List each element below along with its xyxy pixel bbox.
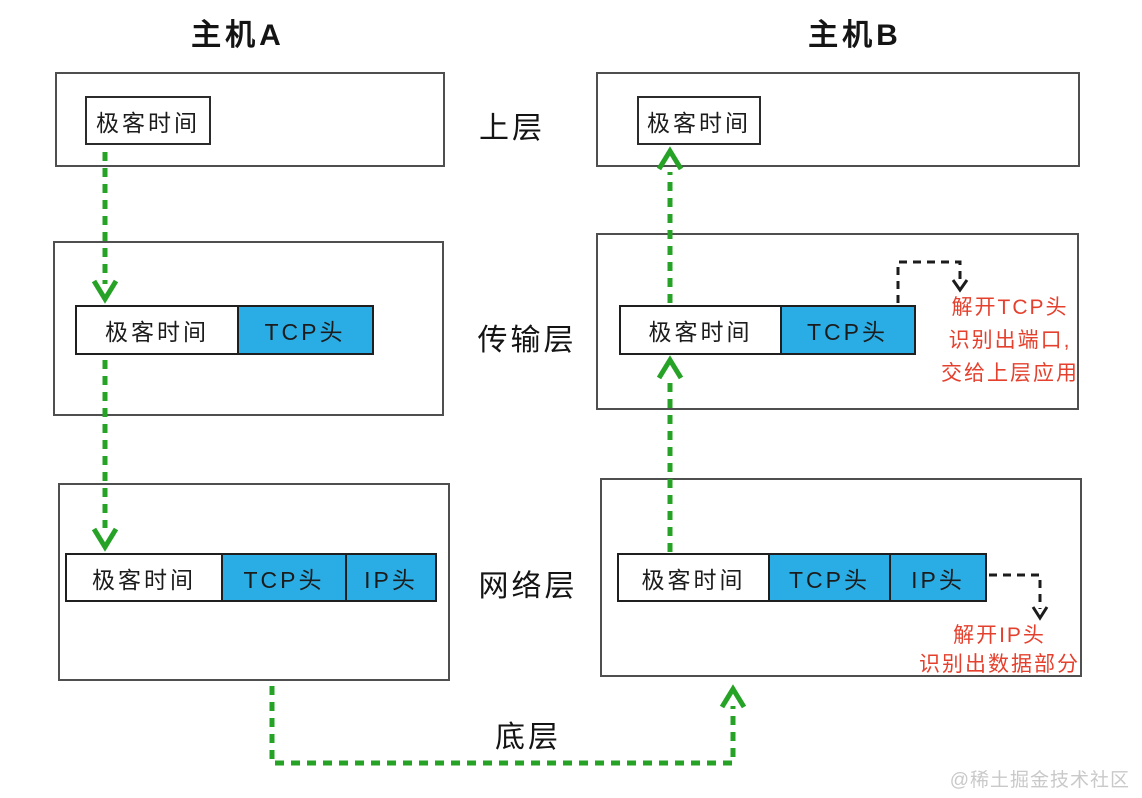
note-line: 解开TCP头 xyxy=(951,296,1069,319)
note-line: 识别出端口, xyxy=(948,329,1072,352)
host-a-network-packet: 极客时间 TCP头 IP头 xyxy=(65,553,437,602)
layer-label-transport: 传输层 xyxy=(477,324,577,357)
payload-segment: 极客时间 xyxy=(617,553,770,602)
ip-header-segment: IP头 xyxy=(345,553,437,602)
host-a-upper-payload-box: 极客时间 xyxy=(85,96,211,145)
note-unpack-tcp-header: 解开TCP头 识别出端口, 交给上层应用 xyxy=(935,291,1085,390)
layer-label-bottom: 底层 xyxy=(495,721,561,754)
host-b-upper-layer-box xyxy=(596,72,1080,167)
layer-label-upper: 上层 xyxy=(479,112,545,145)
host-b-network-layer-box xyxy=(600,478,1082,677)
watermark: @稀土掘金技术社区 xyxy=(949,770,1130,791)
layer-label-network: 网络层 xyxy=(478,570,578,603)
host-a-title: 主机A xyxy=(191,19,285,52)
note-line: 解开IP头 xyxy=(953,624,1046,647)
host-a-transport-layer-box xyxy=(53,241,444,416)
note-line: 交给上层应用 xyxy=(941,362,1079,385)
host-a-transport-packet: 极客时间 TCP头 xyxy=(75,305,374,355)
host-a-network-layer-box xyxy=(58,483,450,681)
host-a-upper-layer-box xyxy=(55,72,445,167)
tcp-header-segment: TCP头 xyxy=(236,305,374,355)
payload-segment: 极客时间 xyxy=(65,553,223,602)
tcp-header-segment: TCP头 xyxy=(779,305,916,355)
tcp-header-segment: TCP头 xyxy=(767,553,892,602)
note-line: 识别出数据部分 xyxy=(919,653,1080,676)
ip-header-segment: IP头 xyxy=(889,553,987,602)
host-b-upper-payload-box: 极客时间 xyxy=(637,96,761,145)
host-b-title: 主机B xyxy=(808,19,902,52)
host-b-transport-packet: 极客时间 TCP头 xyxy=(619,305,916,355)
payload-segment: 极客时间 xyxy=(619,305,782,355)
green-arrowhead-up-icon xyxy=(719,684,747,709)
host-b-network-packet: 极客时间 TCP头 IP头 xyxy=(617,553,987,602)
host-b-transport-layer-box xyxy=(596,233,1079,410)
tcp-header-segment: TCP头 xyxy=(220,553,348,602)
payload-segment: 极客时间 xyxy=(75,305,239,355)
note-unpack-ip-header: 解开IP头 识别出数据部分 xyxy=(912,621,1087,679)
